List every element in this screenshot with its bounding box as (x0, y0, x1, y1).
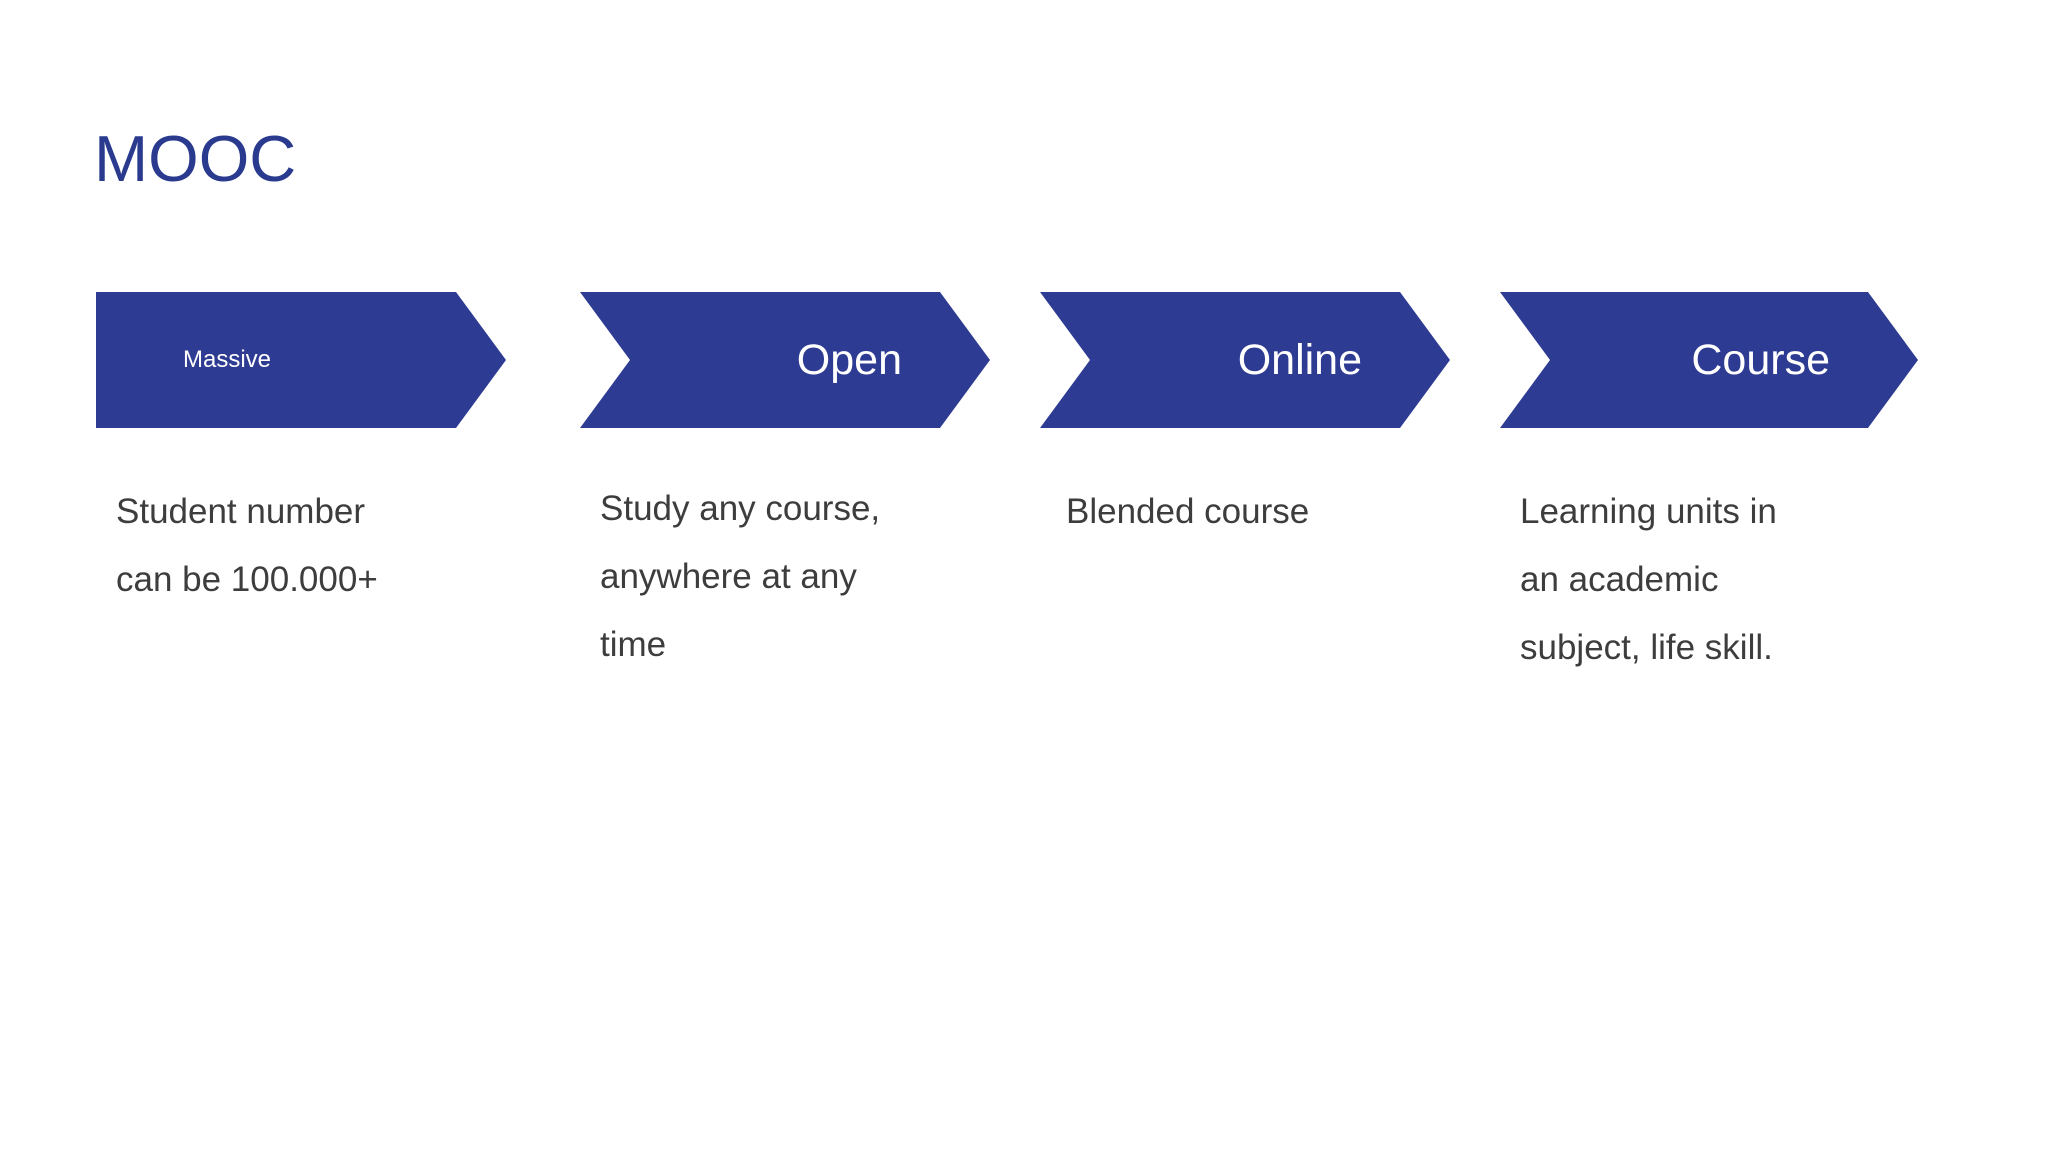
caption-step-2: Study any course, anywhere at any time (600, 489, 881, 664)
chevron-step-1-label: Massive (183, 346, 272, 373)
chevron-step-4-label: Course (1691, 336, 1830, 384)
chevron-step-1[interactable]: Massive (96, 292, 506, 428)
caption-step-1: Student number can be 100.000+ (116, 492, 378, 599)
caption-step-4: Learning units in an academic subject, l… (1520, 492, 1777, 667)
chevron-step-2[interactable]: Open (580, 292, 990, 428)
chevron-step-3-label: Online (1237, 336, 1362, 384)
chevron-process-row: Massive Open Online Course (0, 292, 2048, 428)
page-title: MOOC (94, 122, 297, 195)
chevron-step-2-label: Open (796, 336, 902, 384)
chevron-step-3[interactable]: Online (1040, 292, 1450, 428)
caption-step-3: Blended course (1066, 492, 1310, 531)
chevron-step-4[interactable]: Course (1500, 292, 1918, 428)
